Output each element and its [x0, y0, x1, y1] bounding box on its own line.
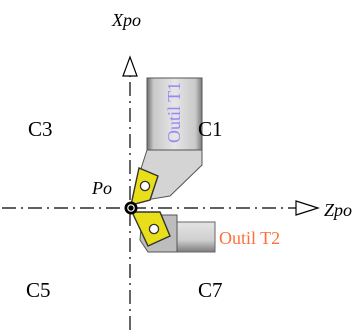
- tool-t2-insert-screw: [148, 223, 160, 235]
- quadrant-c7-label: C7: [198, 278, 223, 302]
- quadrant-c3-label: C3: [28, 117, 53, 141]
- tool-t2: [130, 211, 216, 253]
- origin-point: [124, 201, 138, 215]
- tool-t1: [130, 77, 203, 206]
- quadrant-c5-label: C5: [26, 278, 51, 302]
- x-axis-arrowhead: [122, 55, 138, 77]
- origin-point-ring: [127, 204, 135, 212]
- quadrant-c1-label: C1: [198, 117, 223, 141]
- origin-label: Po: [91, 178, 112, 198]
- tool-t2-label: Outil T2: [219, 228, 280, 248]
- x-axis-label: Xpo: [111, 10, 141, 30]
- z-axis-arrowhead: [295, 200, 320, 216]
- tool-t1-shank: [146, 77, 203, 159]
- tool-t1-insert-screw: [139, 180, 151, 192]
- tool-t1-label: Outil T1: [164, 82, 184, 143]
- tool-t2-shank: [174, 221, 216, 253]
- z-axis-label: Zpo: [324, 200, 352, 220]
